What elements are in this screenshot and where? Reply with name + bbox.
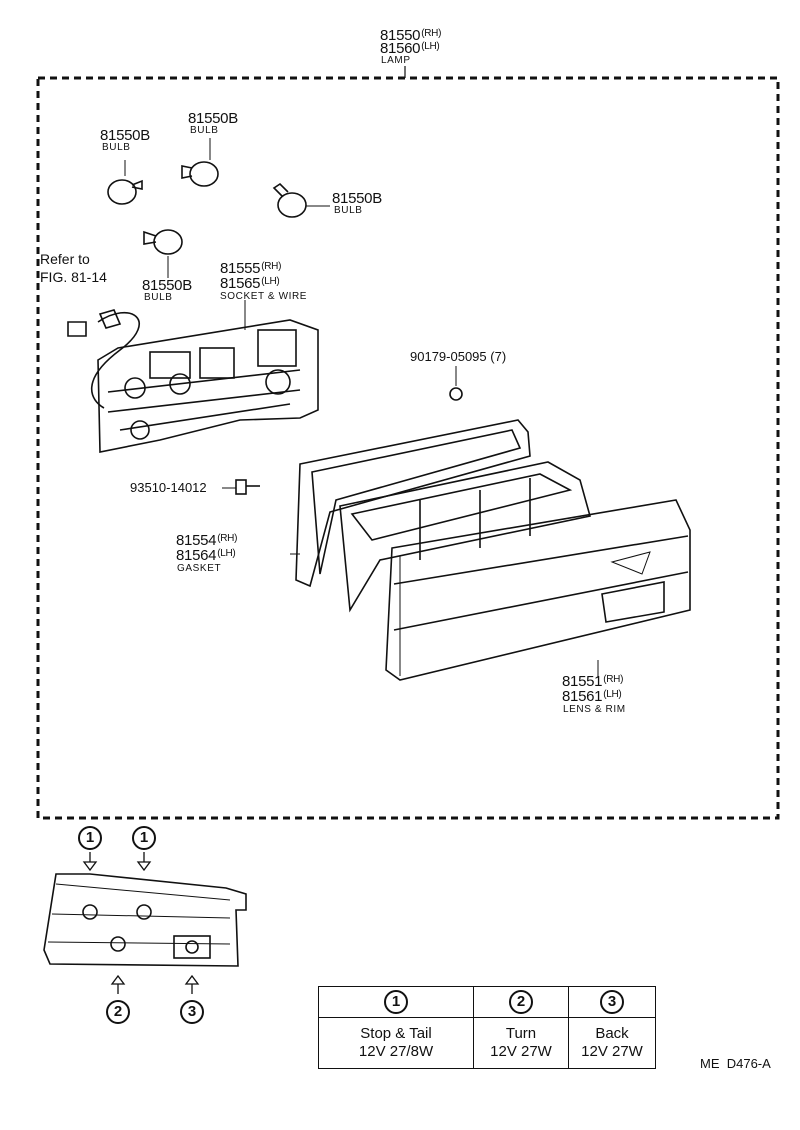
lamp-part-rh: 81550(RH) (380, 27, 442, 44)
bulb-icon (143, 229, 183, 278)
gasket-name: GASKET (177, 563, 222, 574)
bulb-name: BULB (102, 142, 131, 153)
bulb-part-number: 81550B (332, 190, 382, 207)
bulb-icon (272, 182, 330, 218)
bulb-name: BULB (334, 205, 363, 216)
lamp-rear-view-icon (43, 852, 247, 994)
reference-line-2: FIG. 81-14 (40, 269, 107, 285)
legend-function: Back (595, 1025, 629, 1042)
socket-part-lh: 81565(LH) (220, 275, 280, 292)
legend-num: 1 (384, 990, 408, 1014)
bulb-icon (107, 160, 143, 205)
bulb-name: BULB (144, 292, 173, 303)
socket-wire-harness-icon (67, 300, 319, 453)
callout-3: 3 (180, 1000, 204, 1024)
legend-num: 3 (600, 990, 624, 1014)
gasket-icon (290, 419, 531, 588)
callout-2: 2 (106, 1000, 130, 1024)
lens-name: LENS & RIM (563, 704, 626, 715)
bulb-part-number: 81550B (100, 127, 150, 144)
bulb-part-number: 81550B (188, 110, 238, 127)
gasket-part-lh: 81564(LH) (176, 547, 236, 564)
assembly-boundary (36, 76, 780, 820)
legend-function: Stop & Tail (360, 1025, 432, 1042)
lamp-housing-icon (339, 461, 591, 613)
lamp-part-lh: 81560(LH) (380, 40, 440, 57)
screw-part-number: 93510-14012 (130, 480, 207, 495)
bulb-icon (181, 138, 219, 187)
legend-spec: 12V 27W (490, 1043, 552, 1060)
nut-part-number: 90179-05095 (7) (410, 349, 507, 364)
lamp-name: LAMP (381, 55, 411, 66)
callout-1: 1 (132, 826, 156, 850)
drawing-code: ME D476-A (700, 1056, 771, 1071)
lens-part-rh: 81551(RH) (562, 673, 624, 690)
legend-spec: 12V 27W (581, 1043, 643, 1060)
bulb-part-number: 81550B (142, 277, 192, 294)
nut-icon (449, 366, 463, 401)
callout-1: 1 (78, 826, 102, 850)
legend-function: Turn (505, 1025, 537, 1042)
lens-part-lh: 81561(LH) (562, 688, 622, 705)
bulb-name: BULB (190, 125, 219, 136)
reference-line-1: Refer to (40, 251, 90, 267)
legend-num: 2 (509, 990, 533, 1014)
lens-rim-icon (385, 499, 691, 681)
legend-spec: 12V 27/8W (358, 1043, 434, 1060)
screw-icon (222, 479, 260, 495)
socket-name: SOCKET & WIRE (220, 291, 308, 302)
socket-part-rh: 81555(RH) (220, 260, 282, 277)
gasket-part-rh: 81554(RH) (176, 532, 238, 549)
